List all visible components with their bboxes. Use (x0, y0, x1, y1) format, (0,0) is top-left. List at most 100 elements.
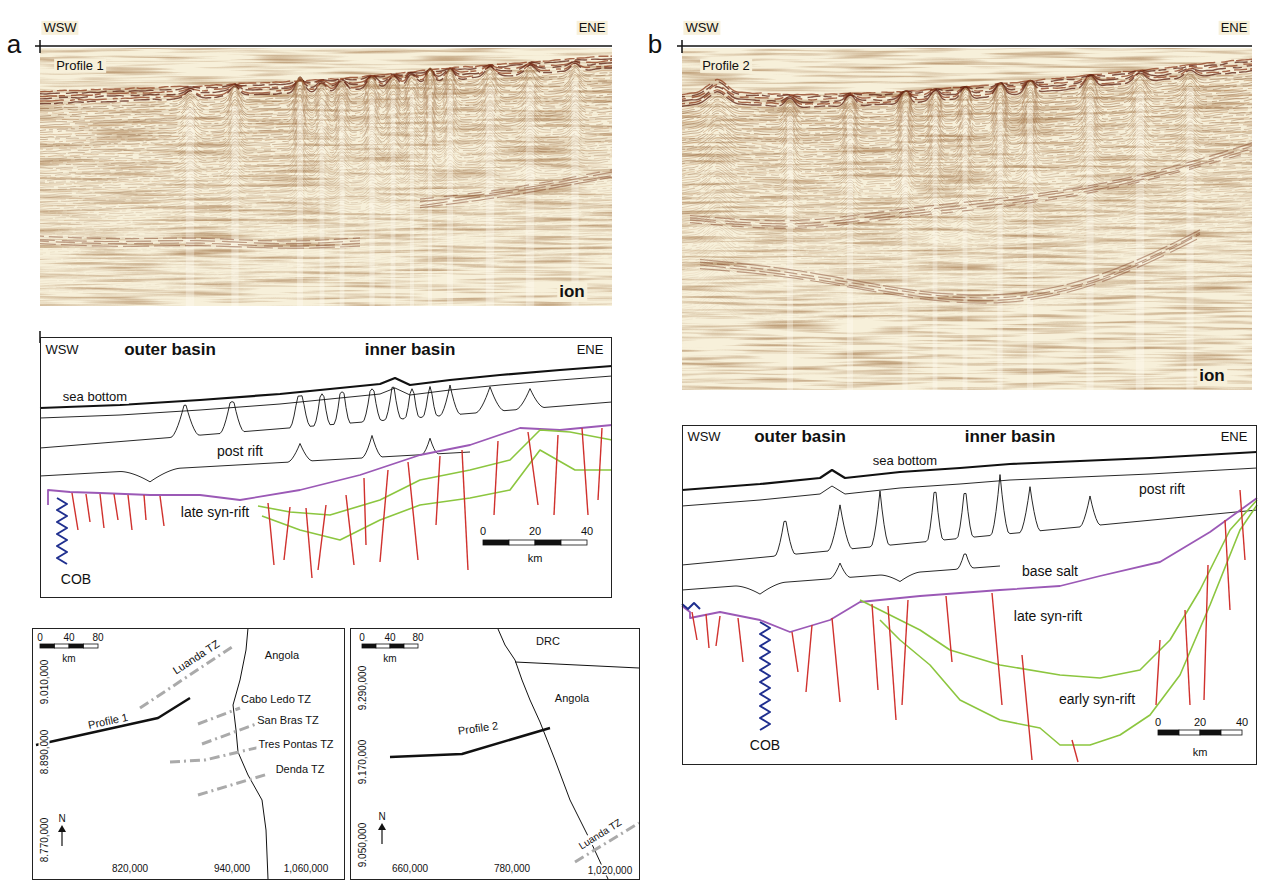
panel-text: ENE (577, 21, 608, 35)
horizon-line (72, 493, 78, 530)
section-label: late syn-rift (1012, 609, 1084, 624)
horizon-line (677, 45, 1252, 47)
panel-text: Profile 1 (54, 59, 106, 73)
horizon-line (144, 495, 146, 520)
horizon-line (946, 596, 952, 662)
horizon-line (114, 494, 118, 520)
horizon-line (160, 496, 164, 526)
horizon-line (494, 441, 498, 515)
section-label: late syn-rift (179, 505, 251, 520)
section-label: WSW (43, 343, 80, 357)
section-label: 40 (1234, 716, 1250, 728)
section-label: COB (59, 572, 93, 587)
map-label: N (376, 811, 387, 822)
scale-bar (1200, 730, 1221, 735)
horizon-line (1185, 610, 1190, 705)
section-label: 0 (478, 525, 488, 537)
map-label: N (56, 813, 67, 824)
panel-text: ion (1197, 367, 1227, 386)
seismic-panel: WSWENEProfile 1ion (40, 48, 612, 306)
section-label: outer basin (752, 428, 848, 447)
map-label: 8.770,000 (39, 816, 50, 865)
map-label: Luanda TZ (169, 636, 223, 677)
map-label: 0 (357, 632, 367, 643)
map-label: Angola (263, 649, 301, 661)
scale-bar (561, 540, 587, 545)
panel-text: Profile 2 (700, 59, 752, 73)
interpretation-panel: WSWouter basininner basinENEsea bottompo… (682, 425, 1257, 765)
horizon-line (364, 478, 366, 545)
horizon-line (306, 508, 312, 578)
horizon-line (381, 828, 382, 844)
map-label: 1,060,000 (282, 863, 331, 874)
map-label: 8.890,000 (39, 728, 50, 777)
horizon-line (170, 747, 260, 762)
horizon-line (528, 432, 538, 505)
scale-bar (535, 540, 561, 545)
scale-bar (1179, 730, 1200, 735)
map-label: 1,020,000 (586, 865, 635, 876)
horizon-line (262, 450, 612, 540)
scale-bar (404, 644, 418, 648)
horizon-line (408, 462, 418, 560)
seismic-image (40, 48, 612, 306)
location-map: 04080kmDRCAngola9.290,000Profile 29.170,… (350, 628, 640, 880)
horizon-line (554, 435, 558, 515)
seismic-panel: WSWENEProfile 2ion (682, 48, 1252, 390)
scale-bar (84, 644, 99, 648)
map-label: Tres Pontas TZ (256, 738, 335, 750)
horizon-line (682, 498, 1257, 632)
horizon-line (100, 494, 104, 528)
horizon-line (39, 40, 41, 53)
scale-bar (55, 644, 70, 648)
section-label: ENE (1219, 430, 1250, 444)
horizon-line (515, 662, 639, 668)
map-label: km (381, 653, 398, 664)
scale-bar (509, 540, 535, 545)
horizon-line (738, 618, 743, 662)
map-label: San Bras TZ (255, 714, 321, 726)
horizon-line (760, 622, 770, 730)
section-label: inner basin (363, 341, 458, 360)
section-label: 0 (1153, 716, 1163, 728)
horizon-line (346, 495, 354, 565)
section-label: sea bottom (61, 390, 129, 404)
horizon-line (860, 500, 1257, 678)
map-label: 820,000 (110, 863, 150, 874)
panel-text: WSW (41, 21, 78, 35)
map-label: 40 (382, 632, 397, 643)
panel-letter: a (7, 31, 21, 57)
horizon-line (35, 45, 612, 47)
horizon-line (682, 475, 1256, 565)
horizon-line (40, 435, 470, 481)
scale-bar (483, 540, 509, 545)
map-label: 9.170,000 (357, 738, 368, 787)
map-label: Luanda TZ (575, 816, 625, 853)
horizon-line (1022, 655, 1032, 760)
panel-text: WSW (683, 21, 720, 35)
section-label: inner basin (963, 428, 1058, 447)
horizon-line (682, 554, 1000, 594)
scale-bar (390, 644, 404, 648)
scale-bar (40, 644, 55, 648)
section-label: outer basin (122, 341, 218, 360)
horizon-line (706, 614, 709, 648)
map-label: 780,000 (492, 863, 532, 874)
horizon-line (598, 428, 602, 500)
map-label: Profile 1 (85, 710, 131, 731)
map-label: 9.290,000 (357, 664, 368, 713)
map-label: 40 (61, 632, 76, 643)
horizon-line (40, 385, 612, 448)
scale-bar (376, 644, 390, 648)
horizon-line (380, 470, 388, 562)
horizon-line (792, 632, 798, 672)
horizon-line (40, 366, 612, 408)
horizon-line (872, 604, 878, 690)
horizon-line (880, 505, 1257, 745)
horizon-line (682, 468, 1257, 506)
section-label: post rift (1137, 482, 1187, 497)
horizon-line (436, 456, 440, 525)
horizon-line (1240, 490, 1245, 560)
section-label: 20 (527, 525, 543, 537)
map-label: 80 (90, 632, 105, 643)
